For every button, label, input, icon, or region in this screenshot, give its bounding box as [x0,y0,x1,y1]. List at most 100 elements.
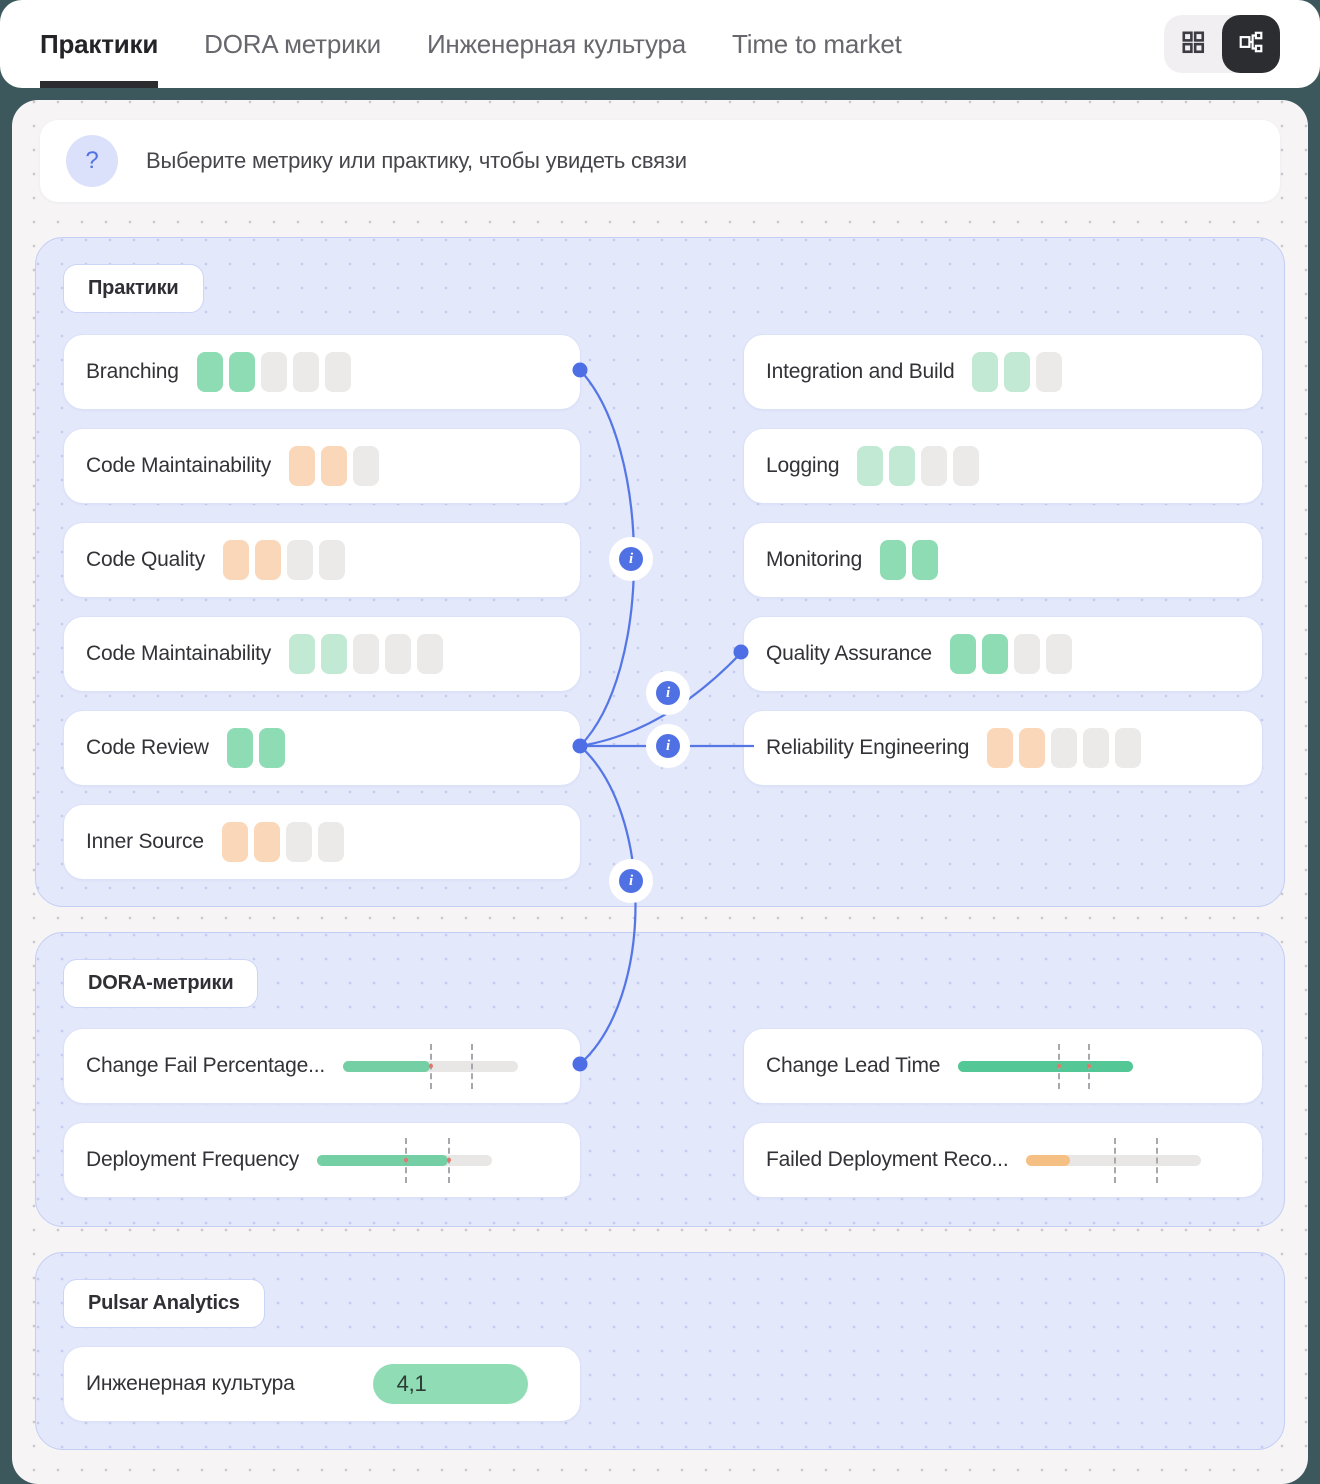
score-block [1004,352,1031,392]
practice-card-code-quality[interactable]: Code Quality [63,522,581,598]
bar-fill [958,1060,1134,1072]
metric-card-failed-deployment-recovery[interactable]: Failed Deployment Reco... [743,1122,1263,1198]
score-blocks [221,822,344,862]
practices-left-column: Branching Code Maintainability Code Qual… [63,334,581,880]
score-block [228,352,255,392]
bar-fill [1026,1154,1071,1166]
practice-label: Code Review [86,736,209,759]
score-block [258,728,285,768]
score-block [1013,634,1040,674]
bar-tick-dot [1057,1064,1062,1068]
metric-bar [1026,1137,1202,1183]
hint-text: Выберите метрику или практику, чтобы уви… [146,148,687,173]
score-block [1019,728,1046,768]
practice-label: Reliability Engineering [766,736,970,759]
metric-label: Change Lead Time [766,1054,941,1077]
score-block [292,352,319,392]
metric-label: Failed Deployment Reco... [766,1148,1009,1171]
practice-card-code-review[interactable]: Code Review [63,710,581,786]
practice-card-logging[interactable]: Logging [743,428,1263,504]
practice-label: Inner Source [86,830,204,853]
score-blocks [289,446,380,486]
score-blocks [226,728,285,768]
metric-label: Deployment Frequency [86,1148,300,1171]
score-block [880,540,907,580]
grid-view-icon [1180,29,1206,60]
info-badge-cfp-link[interactable]: i [609,859,653,903]
score-block [319,540,345,580]
score-block [953,446,980,486]
score-block [321,446,348,486]
practice-card-inner-source[interactable]: Inner Source [63,804,581,880]
metric-card-change-lead-time[interactable]: Change Lead Time [743,1028,1263,1104]
view-toggle [1164,15,1280,73]
dora-left-column: Change Fail Percentage... Deployment Fre… [63,1028,581,1198]
pulsar-label: Инженерная культура [86,1372,295,1395]
practice-card-code-maintainability-2[interactable]: Code Maintainability [63,616,581,692]
score-block [285,822,312,862]
flow-view-button[interactable] [1222,15,1280,73]
info-icon: i [656,734,680,758]
score-blocks [857,446,980,486]
practice-card-branching[interactable]: Branching [63,334,581,410]
bar-fill [342,1060,431,1072]
question-icon: ? [66,135,118,187]
info-badge-reliability-link[interactable]: i [646,724,690,768]
score-block [223,540,249,580]
score-block [221,822,248,862]
practices-right-column: Integration and Build Logging Monitoring… [743,334,1263,786]
metric-bar [317,1137,493,1183]
hint-bar: ? Выберите метрику или практику, чтобы у… [40,120,1280,202]
tab-praktiki[interactable]: Практики [40,0,158,88]
score-block [321,634,348,674]
score-block [1051,728,1078,768]
info-badge-branching-link[interactable]: i [609,537,653,581]
panel-practices: Практики Branching Code Maintainability … [35,237,1285,907]
panel-pulsar: Pulsar Analytics Инженерная культура 4,1 [35,1252,1285,1450]
practice-card-integration-and-build[interactable]: Integration and Build [743,334,1263,410]
practice-card-code-maintainability-1[interactable]: Code Maintainability [63,428,581,504]
canvas: ? Выберите метрику или практику, чтобы у… [12,100,1308,1484]
pulsar-column: Инженерная культура 4,1 [63,1346,581,1422]
panel-practices-label: Практики [63,264,204,313]
bar-tick-dot [1086,1064,1091,1068]
bar-fill [317,1154,449,1166]
score-block [912,540,939,580]
score-blocks [289,634,444,674]
score-blocks [949,634,1072,674]
practice-label: Code Maintainability [86,642,272,665]
tab-dora-metriki[interactable]: DORA метрики [204,28,381,59]
score-block [289,446,316,486]
pulsar-card-engineering-culture[interactable]: Инженерная культура 4,1 [63,1346,581,1422]
score-block [921,446,948,486]
score-block [417,634,444,674]
metric-card-deployment-frequency[interactable]: Deployment Frequency [63,1122,581,1198]
info-icon: i [619,869,643,893]
panel-pulsar-label: Pulsar Analytics [63,1279,265,1328]
panel-dora: DORA-метрики Change Fail Percentage... D… [35,932,1285,1227]
score-block [857,446,884,486]
bar-tick-dot [403,1158,408,1162]
info-icon: i [656,681,680,705]
score-pill: 4,1 [372,1364,528,1404]
practice-label: Quality Assurance [766,642,932,665]
flow-view-icon [1238,29,1264,60]
score-block [287,540,313,580]
score-block [1036,352,1063,392]
metric-card-change-fail-percentage[interactable]: Change Fail Percentage... [63,1028,581,1104]
metric-label: Change Fail Percentage... [86,1054,325,1077]
score-block [260,352,287,392]
practice-card-monitoring[interactable]: Monitoring [743,522,1263,598]
practice-card-quality-assurance[interactable]: Quality Assurance [743,616,1263,692]
score-block [385,634,412,674]
score-block [1045,634,1072,674]
practice-card-reliability-engineering[interactable]: Reliability Engineering [743,710,1263,786]
tab-time-to-market[interactable]: Time to market [732,28,902,59]
score-block [353,634,380,674]
score-blocks [880,540,939,580]
score-blocks [196,352,351,392]
info-badge-qa-link[interactable]: i [646,671,690,715]
header: Практики DORA метрики Инженерная культур… [0,0,1320,88]
grid-view-button[interactable] [1164,15,1222,73]
tab-engineering-culture[interactable]: Инженерная культура [426,28,687,59]
